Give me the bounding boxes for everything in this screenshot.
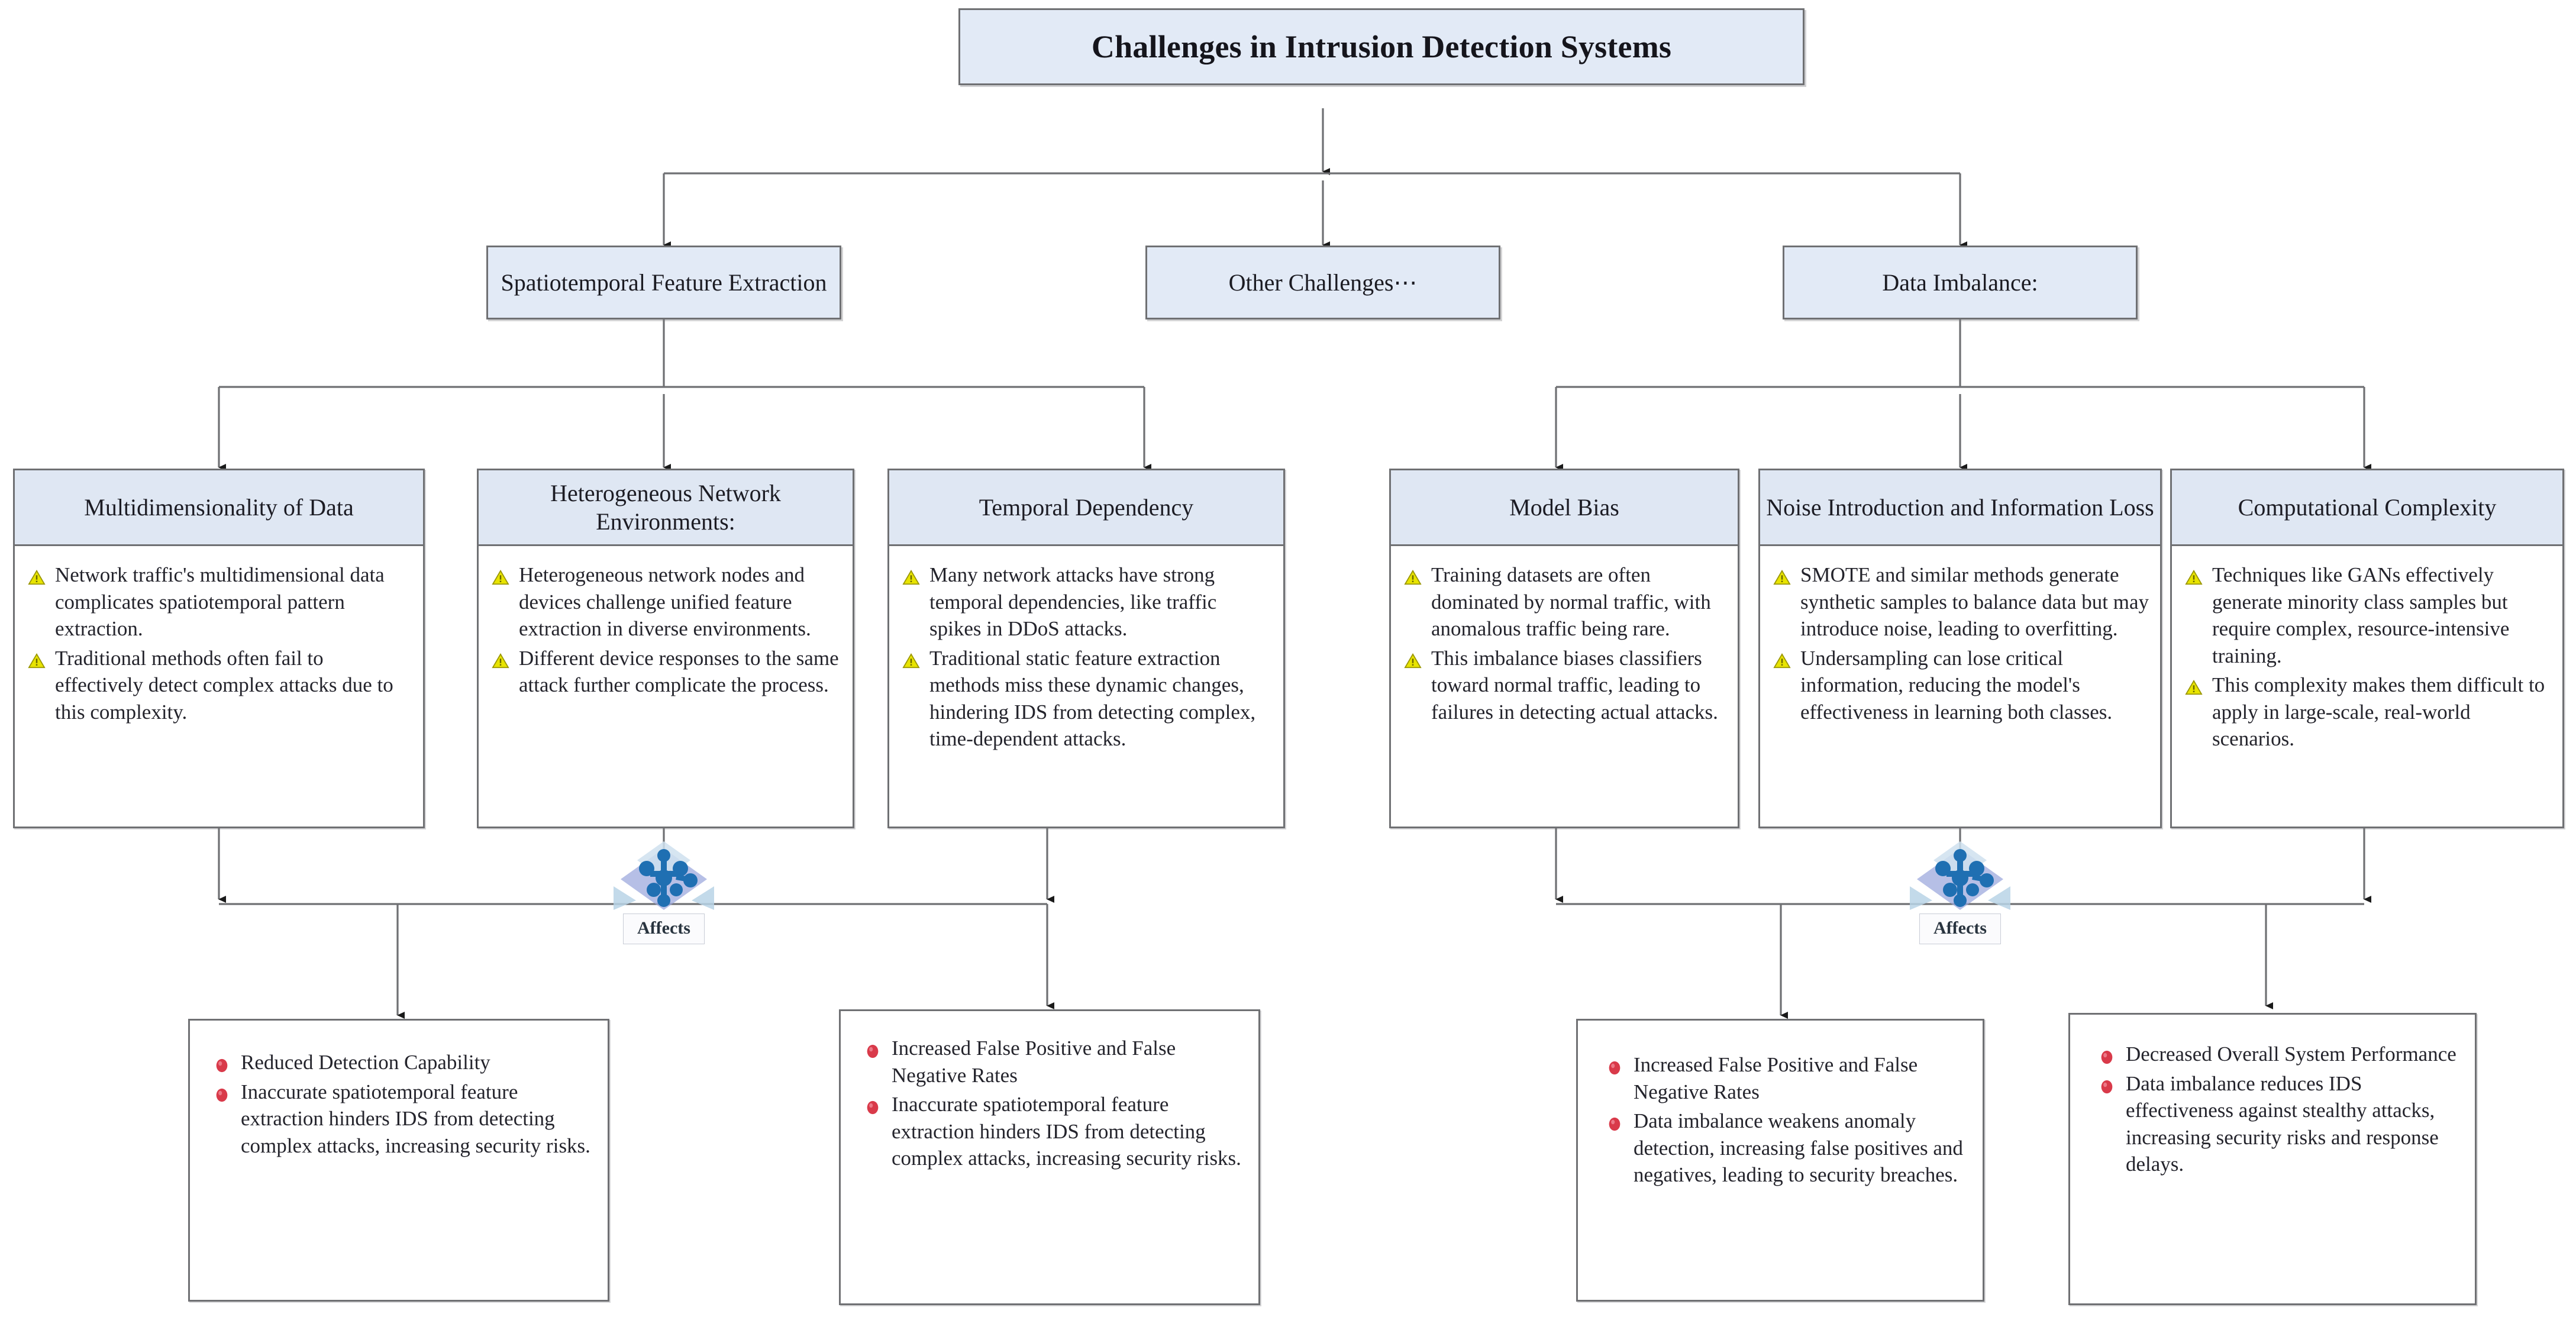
card-outcome-decreased-overall-system-performance[interactable]: Decreased Overall System Performance Dat… bbox=[2068, 1013, 2477, 1305]
card-noise-introduction-and-information-loss[interactable]: Noise Introduction and Information Loss … bbox=[1758, 469, 2162, 828]
warning-triangle-icon bbox=[902, 650, 920, 668]
list-item: Data imbalance weakens anomaly detection… bbox=[1606, 1108, 1970, 1189]
bullet-list: Network traffic's multidimensional data … bbox=[28, 561, 412, 725]
list-item: Data imbalance reduces IDS effectiveness… bbox=[2099, 1070, 2462, 1178]
card-title: Heterogeneous Network Environments: bbox=[479, 470, 853, 546]
list-item: Techniques like GANs effectively generat… bbox=[2185, 561, 2552, 669]
list-item-text: Traditional static feature extraction me… bbox=[929, 646, 1256, 751]
card-model-bias[interactable]: Model Bias Training datasets are often d… bbox=[1389, 469, 1739, 828]
affects-label: Affects bbox=[623, 913, 705, 944]
list-item: Increased False Positive and False Negat… bbox=[1606, 1051, 1970, 1105]
warning-triangle-icon bbox=[902, 566, 920, 585]
card-computational-complexity[interactable]: Computational Complexity Techniques like… bbox=[2170, 469, 2564, 828]
node-other-challenges[interactable]: Other Challenges⋯ bbox=[1145, 246, 1500, 319]
list-item: Heterogeneous network nodes and devices … bbox=[492, 561, 842, 643]
list-item-text: Inaccurate spatiotemporal feature extrac… bbox=[892, 1093, 1241, 1170]
affects-badge-left[interactable]: Affects bbox=[602, 835, 726, 944]
bullet-list: Reduced Detection Capability Inaccurate … bbox=[214, 1049, 595, 1159]
risk-bullet-icon bbox=[1606, 1112, 1624, 1131]
list-item-text: Traditional methods often fail to effect… bbox=[55, 646, 393, 724]
list-item: Decreased Overall System Performance bbox=[2099, 1041, 2462, 1068]
list-item-text: Different device responses to the same a… bbox=[519, 646, 839, 697]
affects-badge-right[interactable]: Affects bbox=[1898, 835, 2022, 944]
risk-bullet-icon bbox=[864, 1096, 882, 1115]
list-item: Traditional methods often fail to effect… bbox=[28, 645, 412, 726]
affects-label: Affects bbox=[1919, 913, 2001, 944]
card-title: Noise Introduction and Information Loss bbox=[1760, 470, 2160, 546]
list-item: Traditional static feature extraction me… bbox=[902, 645, 1273, 753]
node-spatiotemporal-feature-extraction[interactable]: Spatiotemporal Feature Extraction bbox=[486, 246, 841, 319]
card-outcome-increased-false-rates-left[interactable]: Increased False Positive and False Negat… bbox=[839, 1009, 1260, 1305]
list-item: Network traffic's multidimensional data … bbox=[28, 561, 412, 643]
list-item: Reduced Detection Capability bbox=[214, 1049, 595, 1076]
list-item: This complexity makes them difficult to … bbox=[2185, 672, 2552, 753]
card-title: Multidimensionality of Data bbox=[15, 470, 423, 546]
list-item: Undersampling can lose critical informat… bbox=[1773, 645, 2149, 726]
warning-triangle-icon bbox=[1404, 566, 1422, 585]
bullet-list: Heterogeneous network nodes and devices … bbox=[492, 561, 842, 699]
warning-triangle-icon bbox=[1773, 566, 1791, 585]
risk-bullet-icon bbox=[864, 1040, 882, 1058]
card-heterogeneous-network-environments[interactable]: Heterogeneous Network Environments: Hete… bbox=[477, 469, 854, 828]
card-multidimensionality-of-data[interactable]: Multidimensionality of Data Network traf… bbox=[13, 469, 425, 828]
bullet-list: SMOTE and similar methods generate synth… bbox=[1773, 561, 2149, 725]
list-item: Increased False Positive and False Negat… bbox=[864, 1035, 1245, 1089]
list-item-text: This complexity makes them difficult to … bbox=[2212, 673, 2545, 750]
risk-bullet-icon bbox=[214, 1054, 231, 1073]
list-item-text: Reduced Detection Capability bbox=[241, 1051, 490, 1074]
list-item-text: Heterogeneous network nodes and devices … bbox=[519, 563, 811, 640]
list-item-text: SMOTE and similar methods generate synth… bbox=[1800, 563, 2149, 640]
warning-triangle-icon bbox=[2185, 566, 2203, 585]
network-nodes-icon bbox=[1898, 835, 2022, 913]
list-item: Many network attacks have strong tempora… bbox=[902, 561, 1273, 643]
list-item-text: Data imbalance weakens anomaly detection… bbox=[1634, 1109, 1963, 1186]
list-item-text: Network traffic's multidimensional data … bbox=[55, 563, 385, 640]
bullet-list: Techniques like GANs effectively generat… bbox=[2185, 561, 2552, 753]
list-item-text: Many network attacks have strong tempora… bbox=[929, 563, 1217, 640]
list-item-text: Undersampling can lose critical informat… bbox=[1800, 646, 2113, 724]
list-item: Inaccurate spatiotemporal feature extrac… bbox=[864, 1091, 1245, 1172]
bullet-list: Decreased Overall System Performance Dat… bbox=[2099, 1041, 2462, 1178]
warning-triangle-icon bbox=[492, 650, 509, 668]
warning-triangle-icon bbox=[2185, 676, 2203, 695]
risk-bullet-icon bbox=[2099, 1075, 2116, 1093]
warning-triangle-icon bbox=[28, 566, 46, 585]
bullet-list: Increased False Positive and False Negat… bbox=[1606, 1051, 1970, 1189]
warning-triangle-icon bbox=[1773, 650, 1791, 668]
list-item-text: This imbalance biases classifiers toward… bbox=[1431, 646, 1718, 724]
list-item: This imbalance biases classifiers toward… bbox=[1404, 645, 1727, 726]
list-item-text: Decreased Overall System Performance bbox=[2126, 1042, 2456, 1066]
card-temporal-dependency[interactable]: Temporal Dependency Many network attacks… bbox=[887, 469, 1285, 828]
risk-bullet-icon bbox=[1606, 1056, 1624, 1075]
list-item: Inaccurate spatiotemporal feature extrac… bbox=[214, 1079, 595, 1160]
node-data-imbalance[interactable]: Data Imbalance: bbox=[1783, 246, 2138, 319]
bullet-list: Training datasets are often dominated by… bbox=[1404, 561, 1727, 725]
network-nodes-icon bbox=[602, 835, 726, 913]
risk-bullet-icon bbox=[2099, 1045, 2116, 1064]
card-outcome-increased-false-rates-right[interactable]: Increased False Positive and False Negat… bbox=[1576, 1019, 1984, 1302]
card-outcome-reduced-detection-capability[interactable]: Reduced Detection Capability Inaccurate … bbox=[188, 1019, 609, 1302]
list-item-text: Increased False Positive and False Negat… bbox=[1634, 1053, 1918, 1103]
list-item: SMOTE and similar methods generate synth… bbox=[1773, 561, 2149, 643]
risk-bullet-icon bbox=[214, 1083, 231, 1102]
list-item-text: Data imbalance reduces IDS effectiveness… bbox=[2126, 1071, 2439, 1176]
bullet-list: Many network attacks have strong tempora… bbox=[902, 561, 1273, 753]
card-title: Temporal Dependency bbox=[889, 470, 1283, 546]
card-title: Model Bias bbox=[1391, 470, 1738, 546]
list-item: Different device responses to the same a… bbox=[492, 645, 842, 699]
list-item-text: Training datasets are often dominated by… bbox=[1431, 563, 1711, 640]
warning-triangle-icon bbox=[1404, 650, 1422, 668]
card-title: Computational Complexity bbox=[2172, 470, 2562, 546]
warning-triangle-icon bbox=[28, 650, 46, 668]
list-item-text: Techniques like GANs effectively generat… bbox=[2212, 563, 2510, 667]
page-title: Challenges in Intrusion Detection System… bbox=[958, 8, 1805, 85]
warning-triangle-icon bbox=[492, 566, 509, 585]
list-item: Training datasets are often dominated by… bbox=[1404, 561, 1727, 643]
bullet-list: Increased False Positive and False Negat… bbox=[864, 1035, 1245, 1172]
list-item-text: Increased False Positive and False Negat… bbox=[892, 1037, 1176, 1087]
list-item-text: Inaccurate spatiotemporal feature extrac… bbox=[241, 1080, 590, 1157]
